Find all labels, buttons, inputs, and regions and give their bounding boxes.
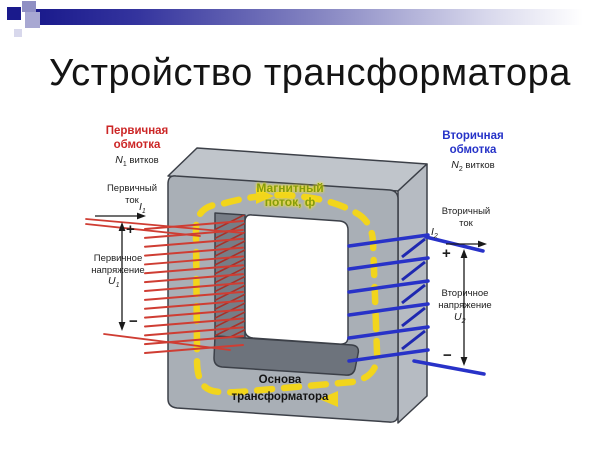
coil-turn (144, 299, 244, 310)
slide-title: Устройство трансформатора (49, 52, 571, 94)
secondary-current-label: Вторичный ток (426, 206, 506, 229)
core-window-bottom-wall (213, 335, 360, 376)
coil-turn (144, 237, 244, 248)
header-gradient-bar (36, 9, 600, 25)
deco-square (22, 1, 36, 12)
i2-symbol: I (431, 226, 434, 238)
coil-turn (347, 302, 430, 317)
primary-heading-line2: обмотка (113, 139, 161, 151)
coil-turn (144, 344, 244, 355)
secondary-current-line1: Вторичный (441, 206, 491, 217)
u2-symbol: U (454, 311, 462, 323)
flux-arrowhead-right (256, 188, 274, 204)
primary-coil (144, 220, 244, 355)
secondary-turns-symbol: N (451, 159, 459, 171)
core-label: Основа трансформатора (225, 372, 335, 406)
primary-current-arrow (137, 212, 146, 220)
flux-arrowhead-left (319, 391, 338, 407)
coil-turn (144, 335, 244, 346)
primary-current-symbol: I1 (139, 201, 146, 215)
deco-square (7, 7, 21, 20)
secondary-voltage-label: Вторичное напряжение (425, 288, 505, 311)
secondary-voltage-line2: напряжение (438, 299, 492, 311)
deco-square (25, 12, 40, 28)
primary-turns-word: витков (129, 155, 159, 166)
primary-turns-label: N1 витков (92, 154, 182, 170)
secondary-plus-sign: + (442, 245, 451, 262)
coil-turn (144, 220, 244, 230)
primary-plus-sign: + (126, 221, 135, 238)
coil-turn (401, 237, 426, 259)
primary-winding-label: Первичная обмотка N1 витков (92, 124, 182, 170)
secondary-voltage-symbol: U2 (454, 311, 466, 325)
u1-symbol: U (108, 275, 116, 287)
deco-square (14, 29, 22, 37)
primary-heading-line1: Первичная (105, 125, 169, 137)
coil-turn (144, 308, 244, 319)
coil-turn (347, 348, 430, 363)
current-voltage-arrows (95, 212, 487, 366)
primary-voltage-arrow-down (118, 322, 126, 331)
coil-turn (401, 329, 426, 351)
coil-turn (401, 283, 426, 305)
coil-turn (347, 256, 430, 271)
coil-turn (144, 255, 244, 266)
primary-current-label: Первичный ток (92, 183, 172, 206)
coil-turn (144, 273, 244, 284)
flux-label-line2: поток, ф (264, 194, 316, 209)
coil-turn (144, 264, 244, 275)
coil-turn (347, 279, 430, 294)
secondary-heading-line1: Вторичная (442, 130, 504, 142)
core-window (244, 214, 349, 345)
primary-voltage-line1: Первичное (93, 253, 143, 264)
coil-turn (144, 317, 244, 328)
coil-turn (347, 233, 430, 248)
core-label-line1: Основа (258, 374, 302, 386)
primary-voltage-line2: напряжение (91, 264, 145, 276)
coil-turn (144, 326, 244, 337)
primary-turns-subscript: 1 (122, 160, 127, 168)
coil-turn (401, 306, 426, 328)
secondary-winding-label: Вторичная обмотка N2 витков (428, 129, 518, 175)
primary-turns-symbol: N (115, 154, 123, 166)
coil-turn (401, 260, 426, 282)
secondary-turns-label: N2 витков (428, 159, 518, 175)
primary-current-line1: Первичный (106, 183, 158, 194)
secondary-voltage-arrow-down (460, 357, 468, 366)
primary-current-line2: ток (125, 194, 139, 206)
magnetic-flux-loop (192, 188, 381, 407)
core-label-line2: трансформатора (231, 391, 329, 403)
u2-subscript: 2 (461, 318, 466, 326)
flux-label-line1: Магнитный (256, 181, 324, 195)
primary-voltage-arrow-up (118, 222, 126, 231)
magnetic-flux-label: Магнитный поток, ф (248, 181, 332, 209)
i2-subscript: 2 (433, 233, 438, 241)
i1-symbol: I (139, 201, 142, 213)
secondary-voltage-line1: Вторичное (441, 288, 489, 299)
primary-voltage-label: Первичное напряжение (78, 253, 158, 276)
secondary-minus-sign: − (443, 347, 452, 364)
primary-minus-sign: − (129, 313, 138, 330)
coil-turn (144, 282, 244, 293)
secondary-coil-back-turns (401, 237, 426, 351)
u1-subscript: 1 (115, 282, 120, 290)
secondary-turns-subscript: 2 (458, 165, 463, 173)
coil-turn (347, 325, 430, 340)
secondary-current-arrow (478, 240, 487, 248)
secondary-heading-line2: обмотка (449, 144, 497, 156)
secondary-current-symbol: I2 (431, 226, 438, 240)
i1-subscript: 1 (141, 208, 146, 216)
primary-voltage-symbol: U1 (108, 275, 120, 289)
secondary-turns-word: витков (465, 160, 495, 171)
coil-turn (144, 290, 244, 301)
coil-turn (144, 246, 244, 257)
secondary-current-line2: ток (459, 217, 473, 229)
secondary-voltage-arrow-up (460, 249, 468, 258)
secondary-coil (347, 233, 430, 363)
primary-wires (85, 218, 244, 351)
